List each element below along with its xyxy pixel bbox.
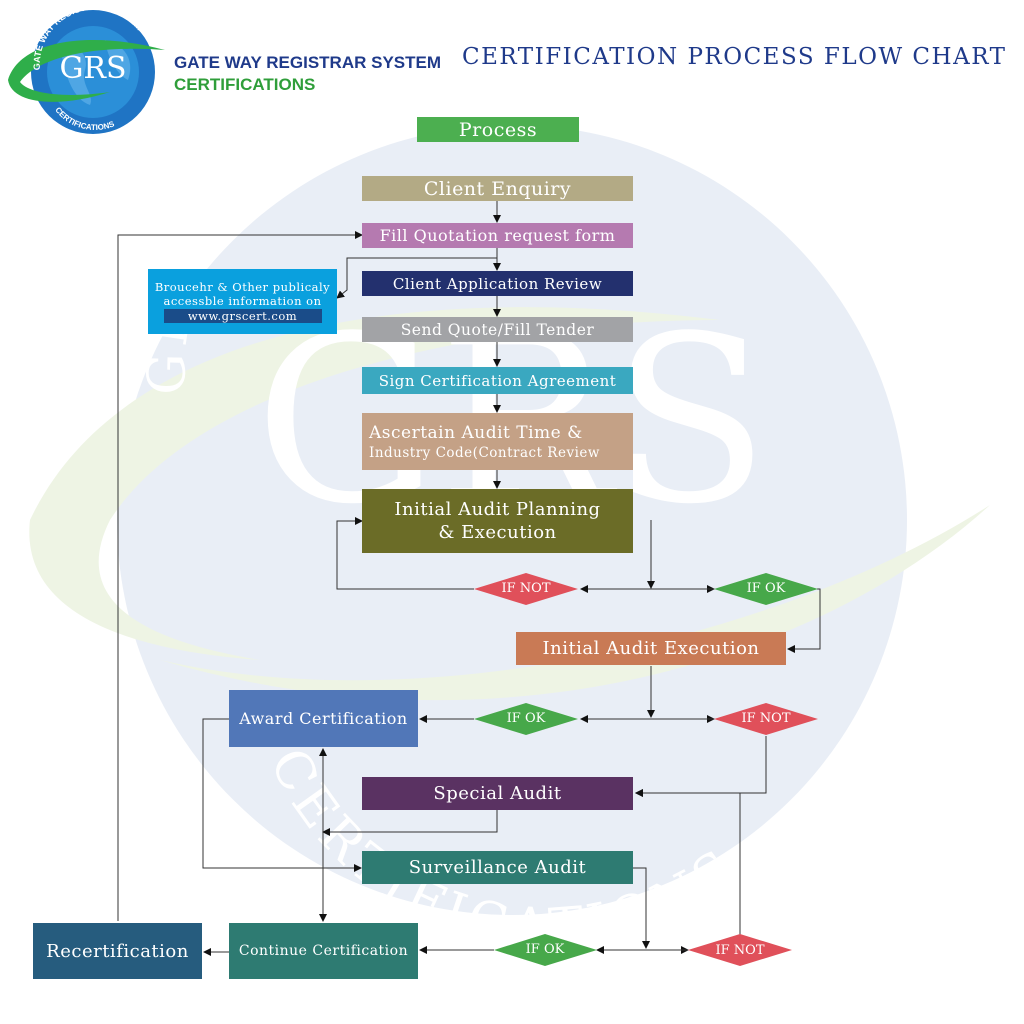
- node-recertification: Recertification: [33, 923, 202, 979]
- arrow-ifnot-loop: [336, 517, 474, 590]
- watermark-swoosh: [29, 307, 720, 660]
- decision-if-ok-1-label: IF OK: [746, 581, 786, 596]
- node-initial-planning-line1: Initial Audit Planning: [394, 499, 601, 520]
- decision-if-ok-3-label: IF OK: [525, 942, 565, 957]
- node-continue-certification-label: Continue Certification: [238, 943, 409, 959]
- arrow-ifnot-special: [635, 736, 767, 797]
- node-fill-quotation: Fill Quotation request form: [362, 223, 633, 248]
- node-award-certification: Award Certification: [229, 690, 418, 747]
- arrow-recert-quotation: [117, 231, 363, 921]
- node-brochure: Broucehr & Other publicaly accessble inf…: [148, 269, 337, 334]
- node-brochure-url: www.grscert.com: [163, 309, 322, 323]
- node-process-label: Process: [458, 118, 538, 141]
- node-special-audit: Special Audit: [362, 777, 633, 810]
- node-special-audit-label: Special Audit: [433, 783, 562, 804]
- node-initial-execution-label: Initial Audit Execution: [542, 638, 760, 659]
- node-initial-execution: Initial Audit Execution: [516, 632, 786, 665]
- node-application-review-label: Client Application Review: [392, 274, 603, 293]
- decision-if-ok-2-label: IF OK: [506, 711, 546, 726]
- company-name: GATE WAY REGISTRAR SYSTEM: [174, 53, 442, 72]
- node-client-enquiry: Client Enquiry: [362, 176, 633, 201]
- node-brochure-line1: Broucehr & Other publicaly: [154, 280, 331, 294]
- decision-if-not-3-label: IF NOT: [715, 943, 765, 958]
- node-continue-certification: Continue Certification: [229, 923, 418, 979]
- arrow-surveillance-down: [633, 867, 650, 949]
- node-client-enquiry-label: Client Enquiry: [423, 177, 572, 200]
- node-process: Process: [417, 117, 579, 142]
- arrow-ifnot3-special: [635, 789, 741, 935]
- arrow-special-back: [322, 810, 498, 836]
- chart-title: CERTIFICATION PROCESS FLOW CHART: [462, 44, 1007, 70]
- node-ascertain: Ascertain Audit Time & Industry Code(Con…: [362, 413, 633, 470]
- company-subtitle: CERTIFICATIONS: [174, 75, 316, 94]
- grs-logo: GRS GATE WAY REGISTRAR SYSTEM CERTIFICAT…: [8, 2, 165, 134]
- node-application-review: Client Application Review: [362, 271, 633, 296]
- node-initial-planning: Initial Audit Planning & Execution: [362, 489, 633, 553]
- arrow-ifok-execution: [787, 588, 821, 653]
- node-surveillance-audit: Surveillance Audit: [362, 851, 633, 884]
- node-ascertain-line2: Industry Code(Contract Review: [369, 444, 600, 461]
- node-award-certification-label: Award Certification: [239, 709, 408, 728]
- logo-swoosh: [8, 40, 165, 102]
- arrow-to-brochure: [336, 257, 497, 299]
- logo-letters: GRS: [59, 51, 126, 86]
- node-surveillance-audit-label: Surveillance Audit: [408, 857, 587, 878]
- node-fill-quotation-label: Fill Quotation request form: [379, 226, 616, 245]
- decision-if-not-2-label: IF NOT: [741, 711, 791, 726]
- node-sign-agreement: Sign Certification Agreement: [362, 367, 633, 394]
- node-initial-planning-line2: & Execution: [438, 522, 557, 543]
- node-send-quote-label: Send Quote/Fill Tender: [400, 320, 595, 339]
- node-ascertain-line1: Ascertain Audit Time &: [369, 422, 583, 443]
- node-send-quote: Send Quote/Fill Tender: [362, 317, 633, 342]
- arrow-award-surveillance: [202, 718, 362, 872]
- node-sign-agreement-label: Sign Certification Agreement: [378, 371, 617, 390]
- node-brochure-line2: accessble information on: [163, 294, 322, 308]
- decision-if-not-1-label: IF NOT: [501, 581, 551, 596]
- node-recertification-label: Recertification: [46, 940, 189, 962]
